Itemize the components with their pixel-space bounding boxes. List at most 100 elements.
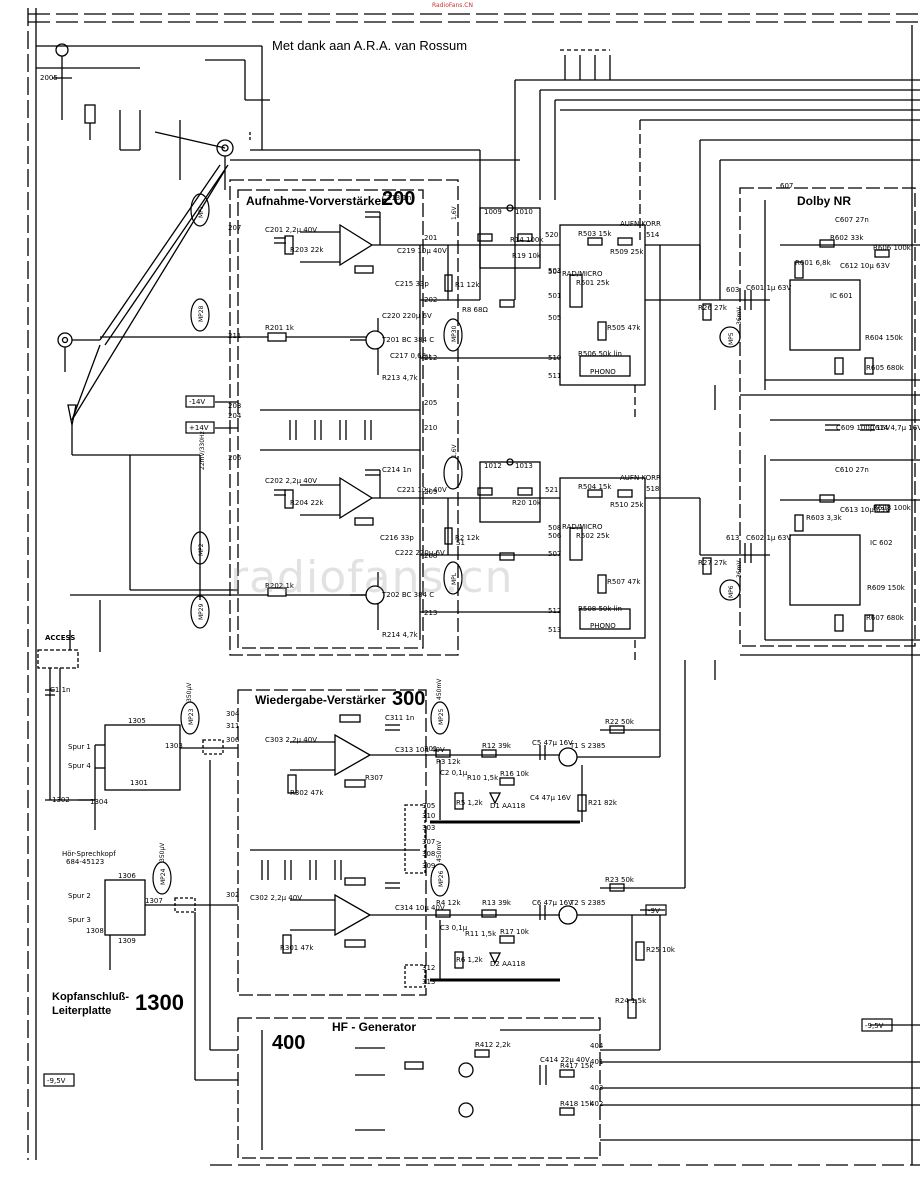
label-p211: 211 [228,332,241,340]
label-r502: R502 25k [576,532,610,540]
label-c302: C302 2,2μ 40V [250,894,302,902]
label-rad-micro-1: RAD/MICRO [562,270,603,278]
label-phono-2: PHONO [590,622,616,630]
label-p305: 305 [422,802,435,810]
label-r504: R504 15k [578,483,612,491]
supply-minus95-left: -9,5V [47,1077,66,1085]
head-board-number: 1300 [135,990,184,1015]
label-r13: R13 39k [482,899,512,907]
note-450mv-b: 450mV [436,840,443,862]
label-p308: 308 [422,850,435,858]
note-450mv-a: 450mV [436,678,443,700]
label-p511: 511 [548,372,561,380]
label-p304: 304 [226,710,240,718]
label-p206: 206 [228,454,242,462]
label-r4: R4 12k [436,899,461,907]
label-r201: R201 1k [265,324,295,332]
recording-amp-number: 200 [382,188,416,210]
label-c613: C613 10μ 63V [840,506,890,514]
label-c314: C314 10μ 40V [395,904,445,912]
label-1307: 1307 [145,897,163,905]
label-head-part: 684-45123 [66,858,104,866]
label-r19: R19 10k [512,252,542,260]
label-s1: S1 [456,539,465,547]
note-1-6v-b: 1,6V [451,443,458,458]
label-c213: C213 1n [382,194,411,202]
label-c216: C216 33p [380,534,414,542]
head-board-title-line1: Kopfanschluß- [52,991,129,1003]
label-c614: C614 4,7μ 16V [870,424,920,432]
label-p1012: 1012 [484,462,502,470]
label-p512: 512 [548,607,561,615]
label-p201: 201 [424,234,437,242]
label-r301: R301 47k [280,944,314,952]
label-p520: 520 [545,231,558,239]
label-p518: 518 [646,485,659,493]
mp-label-6: MP6 [728,585,735,598]
label-p503: 503 [548,267,561,275]
mp-label-27: MP28 [198,305,205,322]
mp-label-2: MP2 [198,543,205,556]
label-p514: 514 [646,231,660,239]
label-r1: R1 12k [455,281,480,289]
label-r609: R609 150k [867,584,906,592]
label-t202: T202 BC 384 C [381,591,434,599]
label-p313: 313 [422,978,435,986]
label-c202: C202 2,2μ 40V [265,477,317,485]
label-r5: R5 1,2k [456,799,484,807]
label-1305: 1305 [128,717,146,725]
label-aufn-korr-2: AUFN KORR [620,474,661,482]
label-r510: R510 25k [610,501,644,509]
label-r507: R507 47k [607,578,641,586]
label-ic602: IC 602 [870,539,893,547]
label-r601: R601 6,8k [795,259,832,267]
label-p306: 306 [226,736,240,744]
label-c2: C2 0,1μ [440,769,468,777]
label-r508: R508 50k lin [578,605,622,613]
label-p210: 210 [424,424,437,432]
label-r23: R23 50k [605,876,635,884]
mp-label-23: MP23 [188,708,195,725]
label-c601: C601 1μ 63V [746,284,792,292]
label-r418: R418 15k [560,1100,594,1108]
label-p2005: 2005 [40,74,58,82]
label-p213: 213 [424,609,437,617]
label-r606: R606 100k [873,244,912,252]
label-r412: R412 2,2k [475,1041,512,1049]
label-c1: C1 1n [50,686,70,694]
label-p507: 507 [548,550,561,558]
label-spur2: Spur 2 [68,892,91,900]
label-r213: R213 4,7k [382,374,419,382]
label-r25: R25 10k [646,946,676,954]
label-rad-micro-2: RAD/MICRO [562,523,603,531]
label-r608: R608 100k [873,504,912,512]
label-r20: R20 10k [512,499,542,507]
note-36mv-b: 36mV [736,560,743,578]
mp-label-25: MP25 [438,708,445,725]
note-350uv-b: 350μV [159,842,166,862]
label-p203: 203 [228,402,241,410]
label-aufn-korr-1: AUFN KORR [620,220,661,228]
header-watermark: RadioFans.CN [432,2,473,9]
supply-minus95-right: -9,5V [865,1022,884,1030]
head-board-title: Kopfanschluß- Leiterplatte [52,990,129,1018]
label-r503: R503 15k [578,230,612,238]
label-r2: R2 12k [455,534,480,542]
label-1309: 1309 [118,937,136,945]
label-p505: 505 [548,314,561,322]
label-t2: T2 S 2385 [569,899,605,907]
label-p510: 510 [548,354,561,362]
label-c217: C217 0,68μ [390,352,431,360]
hf-generator-number: 400 [272,1032,306,1054]
label-p212: 212 [424,354,437,362]
label-c610: C610 27n [835,466,869,474]
label-p208: 208 [424,552,437,560]
label-c3: C3 0,1μ [440,924,468,932]
mp-label-28: MP29 [198,603,205,620]
label-hoer-sprechkopf: Hör-Sprechkopf [62,850,116,858]
label-p209: 209 [424,488,437,496]
label-p309: 309 [422,862,435,870]
label-c311: C311 1n [385,714,414,722]
recording-amp-title: Aufnahme-Vorverstärker [246,194,386,208]
label-p1013: 1013 [515,462,533,470]
